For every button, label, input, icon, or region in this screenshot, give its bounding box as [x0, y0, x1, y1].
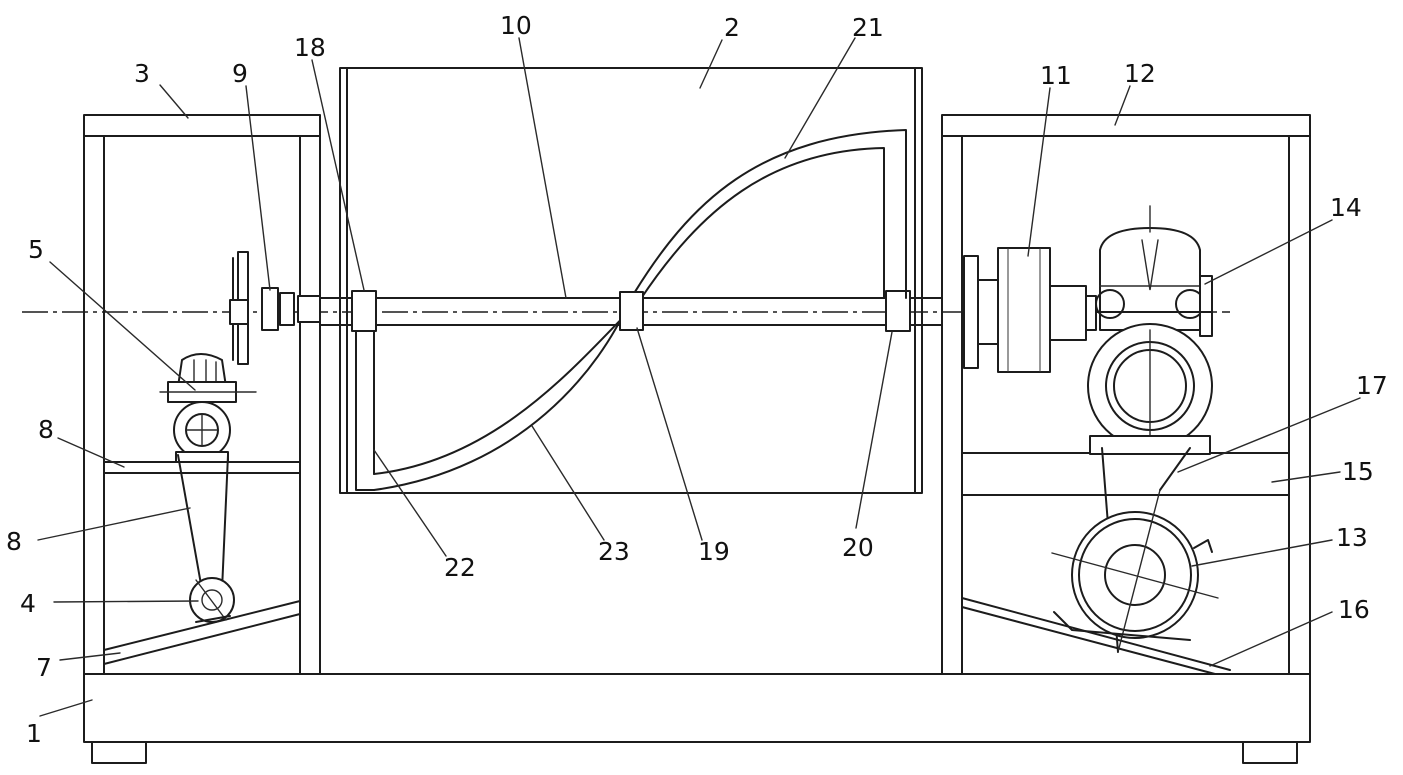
base-frame: [83, 673, 1311, 764]
label-part-3: 3: [134, 59, 150, 88]
right-gearbox: [1087, 205, 1213, 455]
left-ramp: [103, 600, 301, 665]
label-part-10: 10: [500, 11, 532, 40]
label-part-8-shelf: 8: [38, 415, 54, 444]
left-shelf: [103, 461, 301, 474]
upper-left-gearbox: [159, 353, 257, 463]
left-belt: [177, 454, 229, 591]
label-part-13: 13: [1336, 523, 1368, 552]
right-bearing: [885, 290, 911, 332]
label-part-1: 1: [26, 719, 42, 748]
right-ramp: [961, 597, 1231, 675]
label-part-4: 4: [20, 589, 36, 618]
label-part-15: 15: [1342, 457, 1374, 486]
label-part-17: 17: [1356, 371, 1388, 400]
left-coupling: [229, 251, 321, 365]
label-part-20: 20: [842, 533, 874, 562]
left-bearing: [351, 290, 377, 332]
right-coupling: [963, 247, 1097, 373]
label-part-21: 21: [852, 13, 884, 42]
right-shelf: [961, 452, 1290, 496]
label-part-12: 12: [1124, 59, 1156, 88]
lower-left-motor: [189, 577, 235, 623]
label-part-14: 14: [1330, 193, 1362, 222]
label-part-8-belt: 8: [6, 527, 22, 556]
left-housing: [83, 114, 321, 675]
label-part-2: 2: [724, 13, 740, 42]
lower-right-motor: [1051, 489, 1219, 653]
blade-support-arm: [355, 330, 375, 491]
label-part-18: 18: [294, 33, 326, 62]
label-part-19: 19: [698, 537, 730, 566]
right-housing: [941, 114, 1311, 675]
label-part-11: 11: [1040, 61, 1072, 90]
drum: [339, 67, 923, 494]
shaft-hub: [619, 291, 644, 331]
label-part-16: 16: [1338, 595, 1370, 624]
label-part-23: 23: [598, 537, 630, 566]
label-part-7: 7: [36, 653, 52, 682]
label-part-5: 5: [28, 235, 44, 264]
label-part-9: 9: [232, 59, 248, 88]
leader-lines: [37, 37, 1361, 717]
part-labels: 3 9 18 10 2 21 11 12 14 5 8 8 4 7 1 22 2…: [6, 11, 1388, 748]
label-part-22: 22: [444, 553, 476, 582]
